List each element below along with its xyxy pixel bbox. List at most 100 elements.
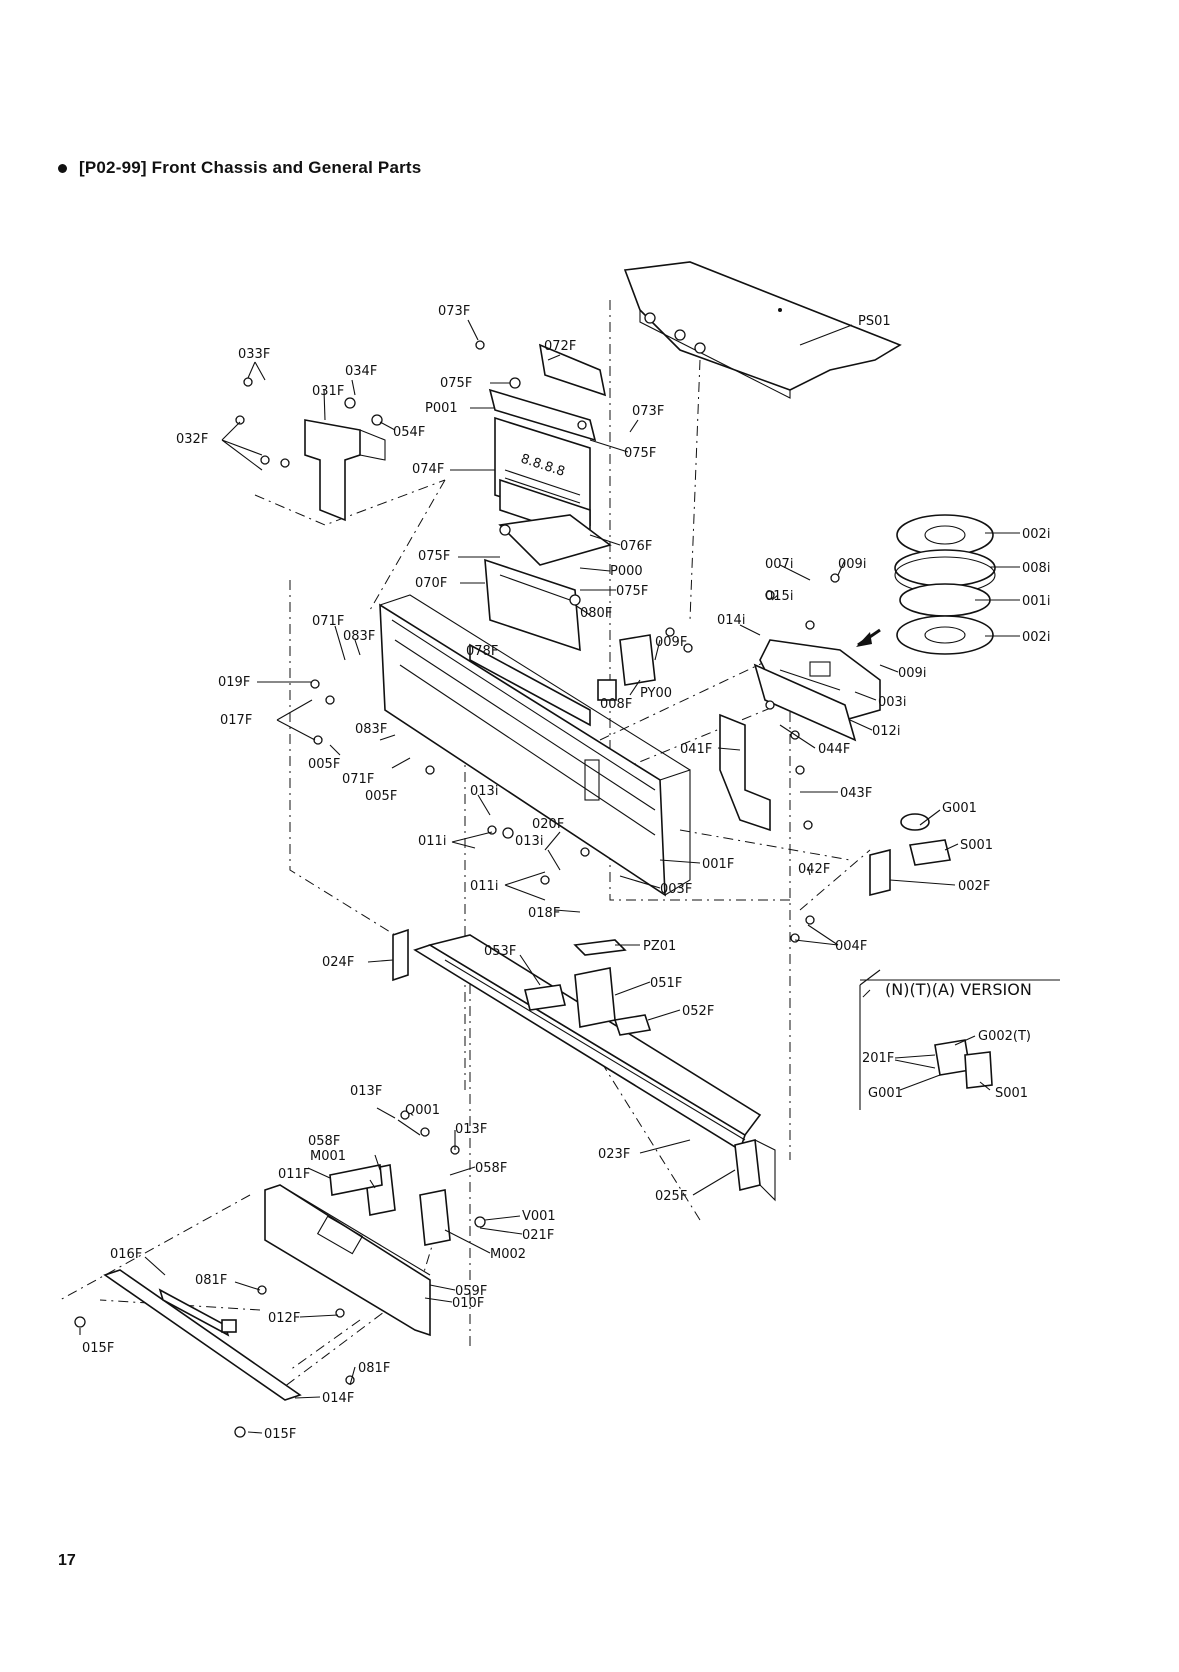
screws — [74, 340, 840, 1438]
part-label: 015i — [765, 589, 793, 604]
part-label: 075F — [616, 584, 648, 599]
trim-strip-014f — [103, 1269, 302, 1401]
part-label: 054F — [393, 425, 425, 440]
part-label: 009F — [655, 635, 687, 650]
part-label: 075F — [440, 376, 472, 391]
part-label: 075F — [418, 549, 450, 564]
part-label: 005F — [365, 789, 397, 804]
bracket-031f — [304, 419, 386, 522]
buzzer-pz01 — [524, 939, 652, 1036]
part-label: S001 — [995, 1086, 1028, 1101]
part-label: 053F — [484, 944, 516, 959]
part-label: 013i — [515, 834, 543, 849]
version-title: (N)(T)(A) VERSION — [885, 980, 1032, 999]
part-label: 009i — [898, 666, 926, 681]
part-label: 058F — [475, 1161, 507, 1176]
part-label: 031F — [312, 384, 344, 399]
part-label: 005F — [308, 757, 340, 772]
part-label: 002i — [1022, 527, 1050, 542]
part-label: 034F — [345, 364, 377, 379]
part-label: 075F — [624, 446, 656, 461]
part-label: P000 — [610, 564, 643, 579]
part-label: 009i — [838, 557, 866, 572]
part-label: 201F — [862, 1051, 894, 1066]
part-label: 073F — [632, 404, 664, 419]
part-label: 003F — [660, 882, 692, 897]
part-label: 016F — [110, 1247, 142, 1262]
part-label: S001 — [960, 838, 993, 853]
part-label: 023F — [598, 1147, 630, 1162]
part-label: 078F — [466, 644, 498, 659]
part-label: 011i — [470, 879, 498, 894]
part-label: G001 — [868, 1086, 903, 1101]
part-label: 003i — [878, 695, 906, 710]
part-label: 017F — [220, 713, 252, 728]
part-label: 011i — [418, 834, 446, 849]
display-assembly: 8.8.8.8 — [488, 343, 607, 542]
part-label: 033F — [238, 347, 270, 362]
part-label: M001 — [310, 1149, 346, 1164]
reel-assembly — [856, 514, 996, 655]
part-label: 083F — [343, 629, 375, 644]
part-label: 032F — [176, 432, 208, 447]
part-label: 008F — [600, 697, 632, 712]
part-label: 041F — [680, 742, 712, 757]
part-label: 081F — [195, 1273, 227, 1288]
part-label: PY00 — [640, 686, 672, 701]
part-label: 012F — [268, 1311, 300, 1326]
part-label: 001i — [1022, 594, 1050, 609]
part-label: 008i — [1022, 561, 1050, 576]
part-label: P001 — [425, 401, 458, 416]
page-title-text: [P02-99] Front Chassis and General Parts — [79, 158, 422, 177]
part-label: 014i — [717, 613, 745, 628]
part-label: 071F — [342, 772, 374, 787]
lower-chassis-010f — [264, 1164, 451, 1337]
part-label: 073F — [438, 304, 470, 319]
part-label: 002i — [1022, 630, 1050, 645]
part-label: 013i — [470, 784, 498, 799]
part-labels: 073F 072F PS01 033F 034F 031F 075F P001 … — [82, 304, 1050, 1442]
part-label: 043F — [840, 786, 872, 801]
part-label: 083F — [355, 722, 387, 737]
part-label: 021F — [522, 1228, 554, 1243]
bullet-icon — [58, 163, 67, 173]
version-parts — [859, 969, 1060, 1110]
part-label: 025F — [655, 1189, 687, 1204]
part-label: 081F — [358, 1361, 390, 1376]
page-title: [P02-99] Front Chassis and General Parts — [58, 158, 421, 178]
part-label: 071F — [312, 614, 344, 629]
part-label: 052F — [682, 1004, 714, 1019]
part-label: 015F — [82, 1341, 114, 1356]
page-number: 17 — [58, 1552, 76, 1569]
part-label: 013F — [455, 1122, 487, 1137]
front-panel-023f — [392, 928, 776, 1202]
part-label: 001F — [702, 857, 734, 872]
part-label: 013F — [350, 1084, 382, 1099]
part-label: PS01 — [858, 314, 891, 329]
pc-board-ps01 — [623, 261, 902, 399]
part-label: 007i — [765, 557, 793, 572]
part-label: 074F — [412, 462, 444, 477]
part-label: V001 — [522, 1209, 556, 1224]
switch-s001 — [869, 813, 951, 897]
leader-lines — [79, 319, 1020, 1434]
part-label: G001 — [942, 801, 977, 816]
part-label: 002F — [958, 879, 990, 894]
part-label: 018F — [528, 906, 560, 921]
mechanism-block — [753, 639, 881, 742]
part-label: 059F — [455, 1284, 487, 1299]
part-label: 011F — [278, 1167, 310, 1182]
part-label: 012i — [872, 724, 900, 739]
part-label: PZ01 — [643, 939, 676, 954]
part-label: 051F — [650, 976, 682, 991]
part-label: 076F — [620, 539, 652, 554]
part-label: 014F — [322, 1391, 354, 1406]
part-label: 070F — [415, 576, 447, 591]
part-label: 024F — [322, 955, 354, 970]
part-label: 019F — [218, 675, 250, 690]
part-label: 058F — [308, 1134, 340, 1149]
part-label: 042F — [798, 862, 830, 877]
part-label: Q001 — [405, 1103, 440, 1118]
part-label: 072F — [544, 339, 576, 354]
